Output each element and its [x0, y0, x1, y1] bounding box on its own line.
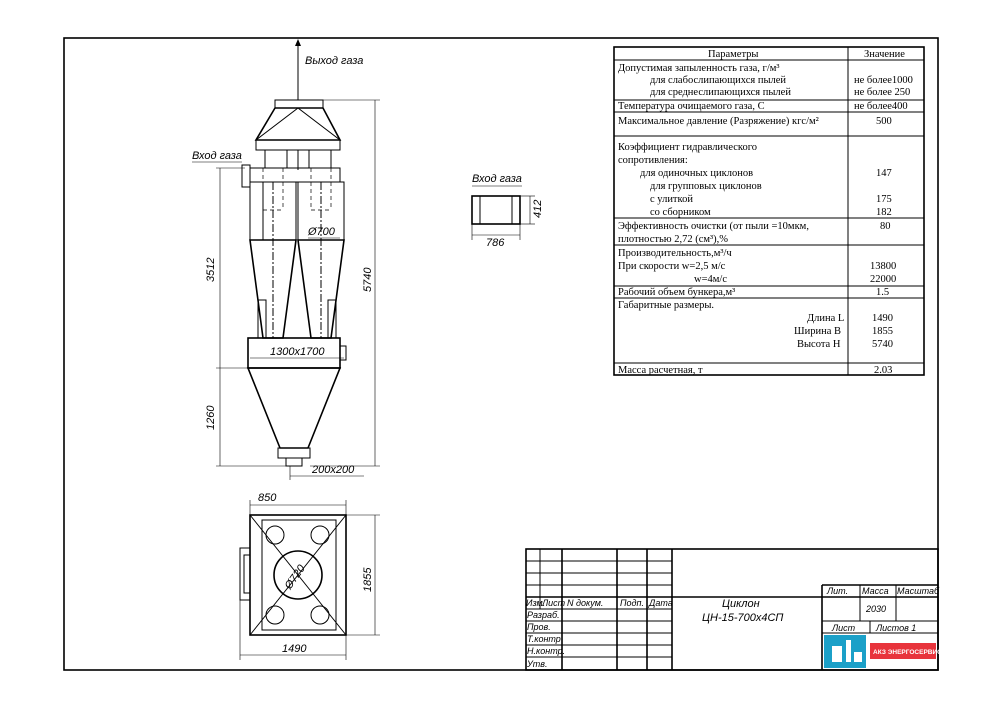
table-value: 147: [876, 168, 892, 179]
table-row: Рабочий объем бункера,м³: [618, 287, 735, 298]
table-row: Ширина B: [794, 326, 841, 337]
front-view-dimensions: [192, 99, 380, 480]
table-row: для одиночных циклонов: [640, 168, 753, 179]
dim-diameter-700: Ø700: [307, 226, 336, 238]
table-value: не более1000: [854, 75, 913, 86]
stamp-massa: Масса: [862, 586, 889, 596]
table-row: Длина L: [807, 313, 844, 324]
table-row: для групповых циклонов: [650, 181, 762, 192]
table-row: плотностью 2,72 (см³),%: [618, 234, 728, 245]
table-row: Допустимая запыленность газа, г/м³: [618, 63, 780, 74]
dim-786: 786: [486, 237, 505, 249]
table-value: 182: [876, 207, 892, 218]
table-row: Температура очищаемого газа, С: [618, 101, 765, 112]
table-row: Высота H: [797, 339, 841, 350]
stamp-ndoc: N докум.: [567, 598, 603, 608]
table-row: Коэффициент гидравлического: [618, 142, 757, 153]
stamp-mass-value: 2030: [865, 604, 886, 614]
dim-3512: 3512: [205, 258, 217, 282]
stamp-razrab: Разраб.: [527, 610, 560, 620]
inlet-side-view: [471, 185, 535, 240]
table-value: 1.5: [876, 287, 889, 298]
table-value: 22000: [870, 274, 896, 285]
table-row: Эффективность очистки (от пыли =10мкм,: [618, 221, 809, 232]
table-header-parameters: Параметры: [708, 49, 758, 60]
table-row: для среднеслипающихся пылей: [650, 87, 791, 98]
title-block: [525, 548, 939, 671]
table-header-value: Значение: [864, 49, 905, 60]
gas-inlet-side-label: Вход газа: [472, 173, 522, 185]
table-value: 80: [880, 221, 891, 232]
table-row: Габаритные размеры.: [618, 300, 714, 311]
dim-1855: 1855: [362, 567, 374, 592]
stamp-lit: Лит.: [826, 586, 848, 596]
stamp-izm: Изм.: [526, 598, 545, 608]
table-row: с улиткой: [650, 194, 693, 205]
table-row: Максимальное давление (Разряжение) кгс/м…: [618, 116, 819, 127]
company-name: АКЗ ЭНЕРГОСЕРВИС: [873, 649, 942, 656]
stamp-masshtab: Масштаб: [897, 586, 940, 596]
table-value: 5740: [872, 339, 893, 350]
table-value: не более 250: [854, 87, 910, 98]
table-row: сопротивления:: [618, 155, 688, 166]
stamp-listov: Листов 1: [875, 623, 916, 633]
table-row: При скорости w=2,5 м/с: [618, 261, 726, 272]
table-value: 1855: [872, 326, 893, 337]
table-row: Масса расчетная, т: [618, 365, 703, 376]
dim-1490: 1490: [282, 643, 307, 655]
dim-5740: 5740: [362, 267, 374, 292]
table-row: Производительность,м³/ч: [618, 248, 732, 259]
dim-200x200: 200x200: [311, 464, 355, 476]
stamp-list2: Лист: [831, 623, 856, 633]
stamp-tkontr: Т.контр: [527, 634, 561, 644]
table-value: 1490: [872, 313, 893, 324]
company-logo: [824, 635, 866, 668]
dim-1260: 1260: [205, 405, 217, 430]
gas-inlet-label: Вход газа: [192, 150, 242, 162]
dim-1300x1700: 1300x1700: [270, 346, 325, 358]
stamp-prov: Пров.: [527, 622, 551, 632]
stamp-data: Дата: [648, 598, 673, 608]
sheet-frame: [63, 37, 939, 671]
dim-412: 412: [532, 200, 544, 218]
cyclone-front-view: [241, 39, 347, 467]
stamp-utv: Утв.: [526, 659, 547, 669]
table-value: 2.03: [874, 365, 892, 376]
company-name-badge: [870, 643, 936, 659]
dim-850: 850: [258, 492, 277, 504]
table-row: со сборником: [650, 207, 711, 218]
stamp-podp: Подп.: [620, 598, 644, 608]
table-value: 175: [876, 194, 892, 205]
drawing-designation: ЦН-15-700х4СП: [702, 612, 783, 624]
drawing-title: Циклон: [722, 598, 760, 610]
table-value: 13800: [870, 261, 896, 272]
table-row: для слабослипающихся пылей: [650, 75, 786, 86]
table-value: не более400: [854, 101, 908, 112]
cyclone-plan-view: [239, 500, 380, 660]
stamp-nkontr: Н.контр.: [527, 646, 565, 656]
gas-outlet-label: Выход газа: [305, 55, 363, 67]
parameters-table: [613, 46, 925, 376]
table-row: w=4м/с: [694, 274, 727, 285]
table-value: 500: [876, 116, 892, 127]
stamp-list: Лист: [541, 598, 566, 608]
